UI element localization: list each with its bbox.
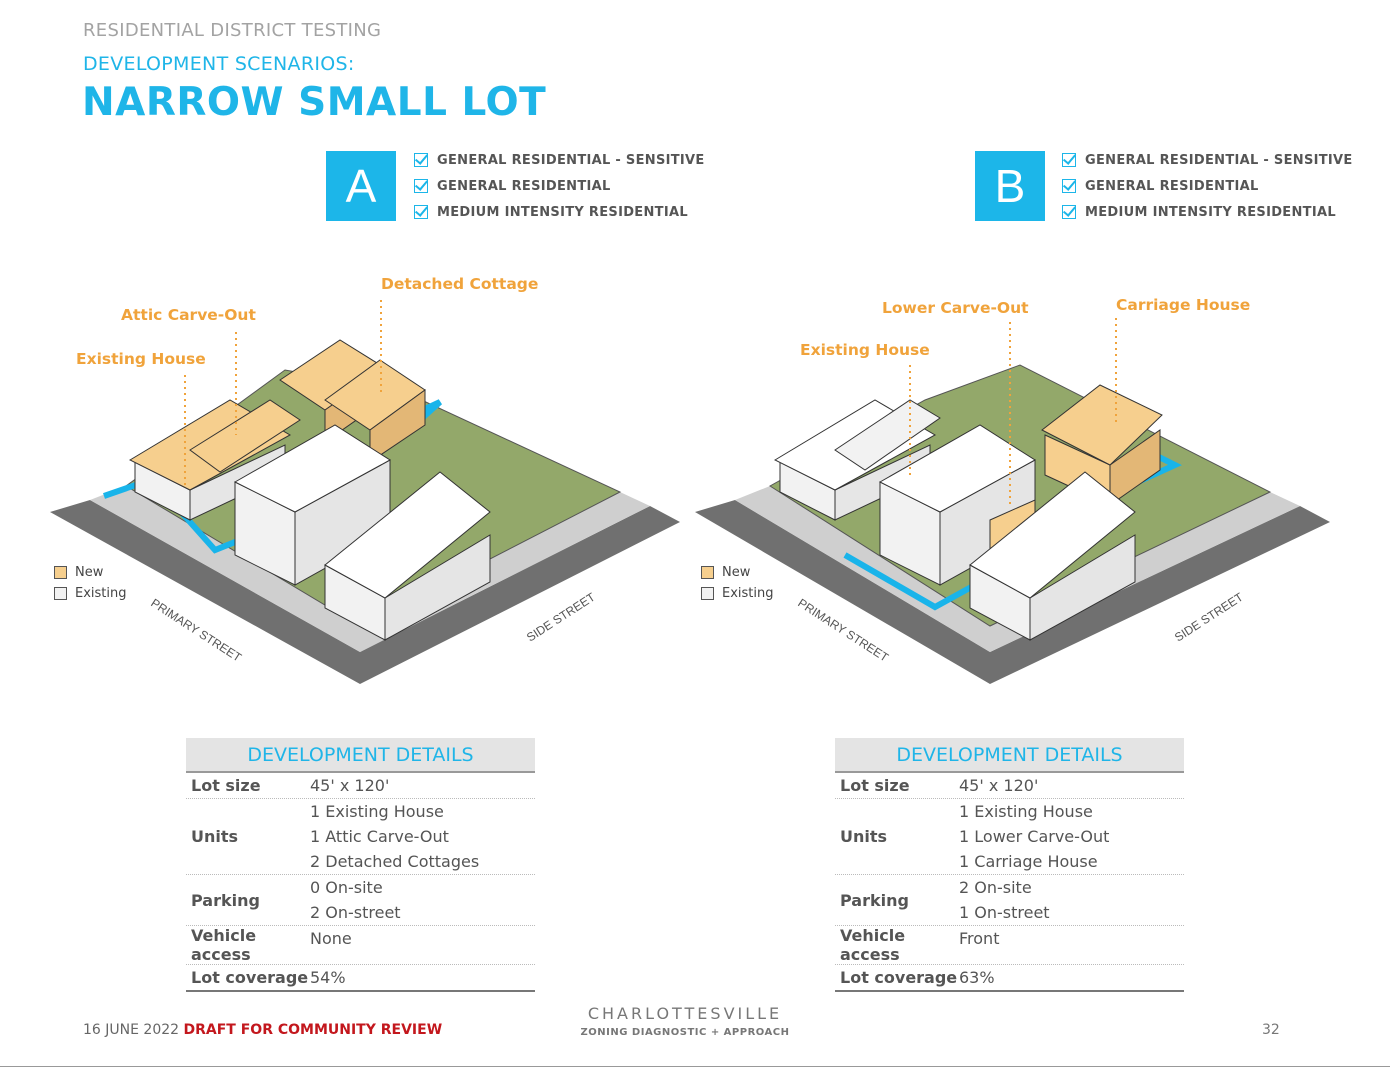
checkbox-icon xyxy=(414,153,428,167)
details-row: Lot size 45' x 120' xyxy=(835,773,1184,799)
footer-draft-notice: DRAFT FOR COMMUNITY REVIEW xyxy=(183,1022,443,1038)
front-house xyxy=(233,424,391,586)
details-heading: DEVELOPMENT DETAILS xyxy=(835,738,1184,773)
road xyxy=(50,486,680,684)
brand-name: CHARLOTTESVILLE xyxy=(587,1004,783,1023)
checkbox-icon xyxy=(414,179,428,193)
checkbox-icon xyxy=(414,205,428,219)
label-detached-cottage: Detached Cottage xyxy=(381,275,539,293)
details-row: Units 1 Existing House 1 Lower Carve-Out… xyxy=(835,799,1184,875)
district-check-item: GENERAL RESIDENTIAL - SENSITIVE xyxy=(414,147,705,173)
front-house xyxy=(878,424,1036,586)
bottom-divider xyxy=(0,1066,1390,1067)
scenario-b-badge: B xyxy=(975,151,1045,221)
details-row: Vehicle access Front xyxy=(835,926,1184,965)
page-subtitle: DEVELOPMENT SCENARIOS: xyxy=(83,53,355,75)
scenario-a-badge: A xyxy=(326,151,396,221)
detached-cottage xyxy=(279,339,426,463)
legend-b: New Existing xyxy=(701,562,774,604)
scenario-b-illustration: PRIMARY STREET SIDE STREET xyxy=(695,318,1330,684)
details-heading: DEVELOPMENT DETAILS xyxy=(186,738,535,773)
label-attic-carve-out: Attic Carve-Out xyxy=(121,306,256,324)
district-check-item: GENERAL RESIDENTIAL xyxy=(414,173,705,199)
development-details-a: DEVELOPMENT DETAILS Lot size 45' x 120' … xyxy=(186,738,535,992)
brand-subtitle: ZONING DIAGNOSTIC + APPROACH xyxy=(580,1027,790,1038)
checkbox-icon xyxy=(1062,179,1076,193)
legend-a: New Existing xyxy=(54,562,127,604)
page-number: 32 xyxy=(1262,1022,1280,1038)
details-row: Lot size 45' x 120' xyxy=(186,773,535,799)
label-existing-house-b: Existing House xyxy=(800,341,930,359)
corner-house xyxy=(969,471,1136,641)
details-row: Lot coverage 63% xyxy=(835,965,1184,992)
checkbox-icon xyxy=(1062,205,1076,219)
district-check-item: MEDIUM INTENSITY RESIDENTIAL xyxy=(414,199,705,225)
side-street-label: SIDE STREET xyxy=(524,590,598,645)
section-kicker: RESIDENTIAL DISTRICT TESTING xyxy=(83,20,382,41)
walkway-path xyxy=(843,552,977,611)
carriage-house xyxy=(1041,384,1163,506)
details-row: Parking 2 On-site 1 On-street xyxy=(835,875,1184,926)
label-existing-house-a: Existing House xyxy=(76,350,206,368)
details-row: Parking 0 On-site 2 On-street xyxy=(186,875,535,926)
existing-swatch xyxy=(701,587,714,600)
district-check-item: GENERAL RESIDENTIAL - SENSITIVE xyxy=(1062,147,1353,173)
details-row: Lot coverage 54% xyxy=(186,965,535,992)
district-check-item: MEDIUM INTENSITY RESIDENTIAL xyxy=(1062,199,1353,225)
scenario-b-district-list: GENERAL RESIDENTIAL - SENSITIVE GENERAL … xyxy=(1062,147,1353,225)
scenario-a-district-list: GENERAL RESIDENTIAL - SENSITIVE GENERAL … xyxy=(414,147,705,225)
district-check-item: GENERAL RESIDENTIAL xyxy=(1062,173,1353,199)
label-carriage-house: Carriage House xyxy=(1116,296,1251,314)
footer-date: 16 JUNE 2022 xyxy=(83,1022,180,1038)
new-swatch xyxy=(54,566,67,579)
development-details-b: DEVELOPMENT DETAILS Lot size 45' x 120' … xyxy=(835,738,1184,992)
side-street-label: SIDE STREET xyxy=(1172,590,1246,645)
brand-logo: CHARLOTTESVILLE ZONING DIAGNOSTIC + APPR… xyxy=(560,1004,810,1038)
scenario-a-illustration: PRIMARY STREET SIDE STREET xyxy=(50,300,680,684)
details-row: Units 1 Existing House 1 Attic Carve-Out… xyxy=(186,799,535,875)
details-row: Vehicle access None xyxy=(186,926,535,965)
checkbox-icon xyxy=(1062,153,1076,167)
new-swatch xyxy=(701,566,714,579)
label-lower-carve-out: Lower Carve-Out xyxy=(882,299,1029,317)
existing-swatch xyxy=(54,587,67,600)
page-title: NARROW SMALL LOT xyxy=(82,80,547,125)
corner-house xyxy=(324,471,491,641)
footer-date-line: 16 JUNE 2022 DRAFT FOR COMMUNITY REVIEW xyxy=(83,1022,442,1038)
